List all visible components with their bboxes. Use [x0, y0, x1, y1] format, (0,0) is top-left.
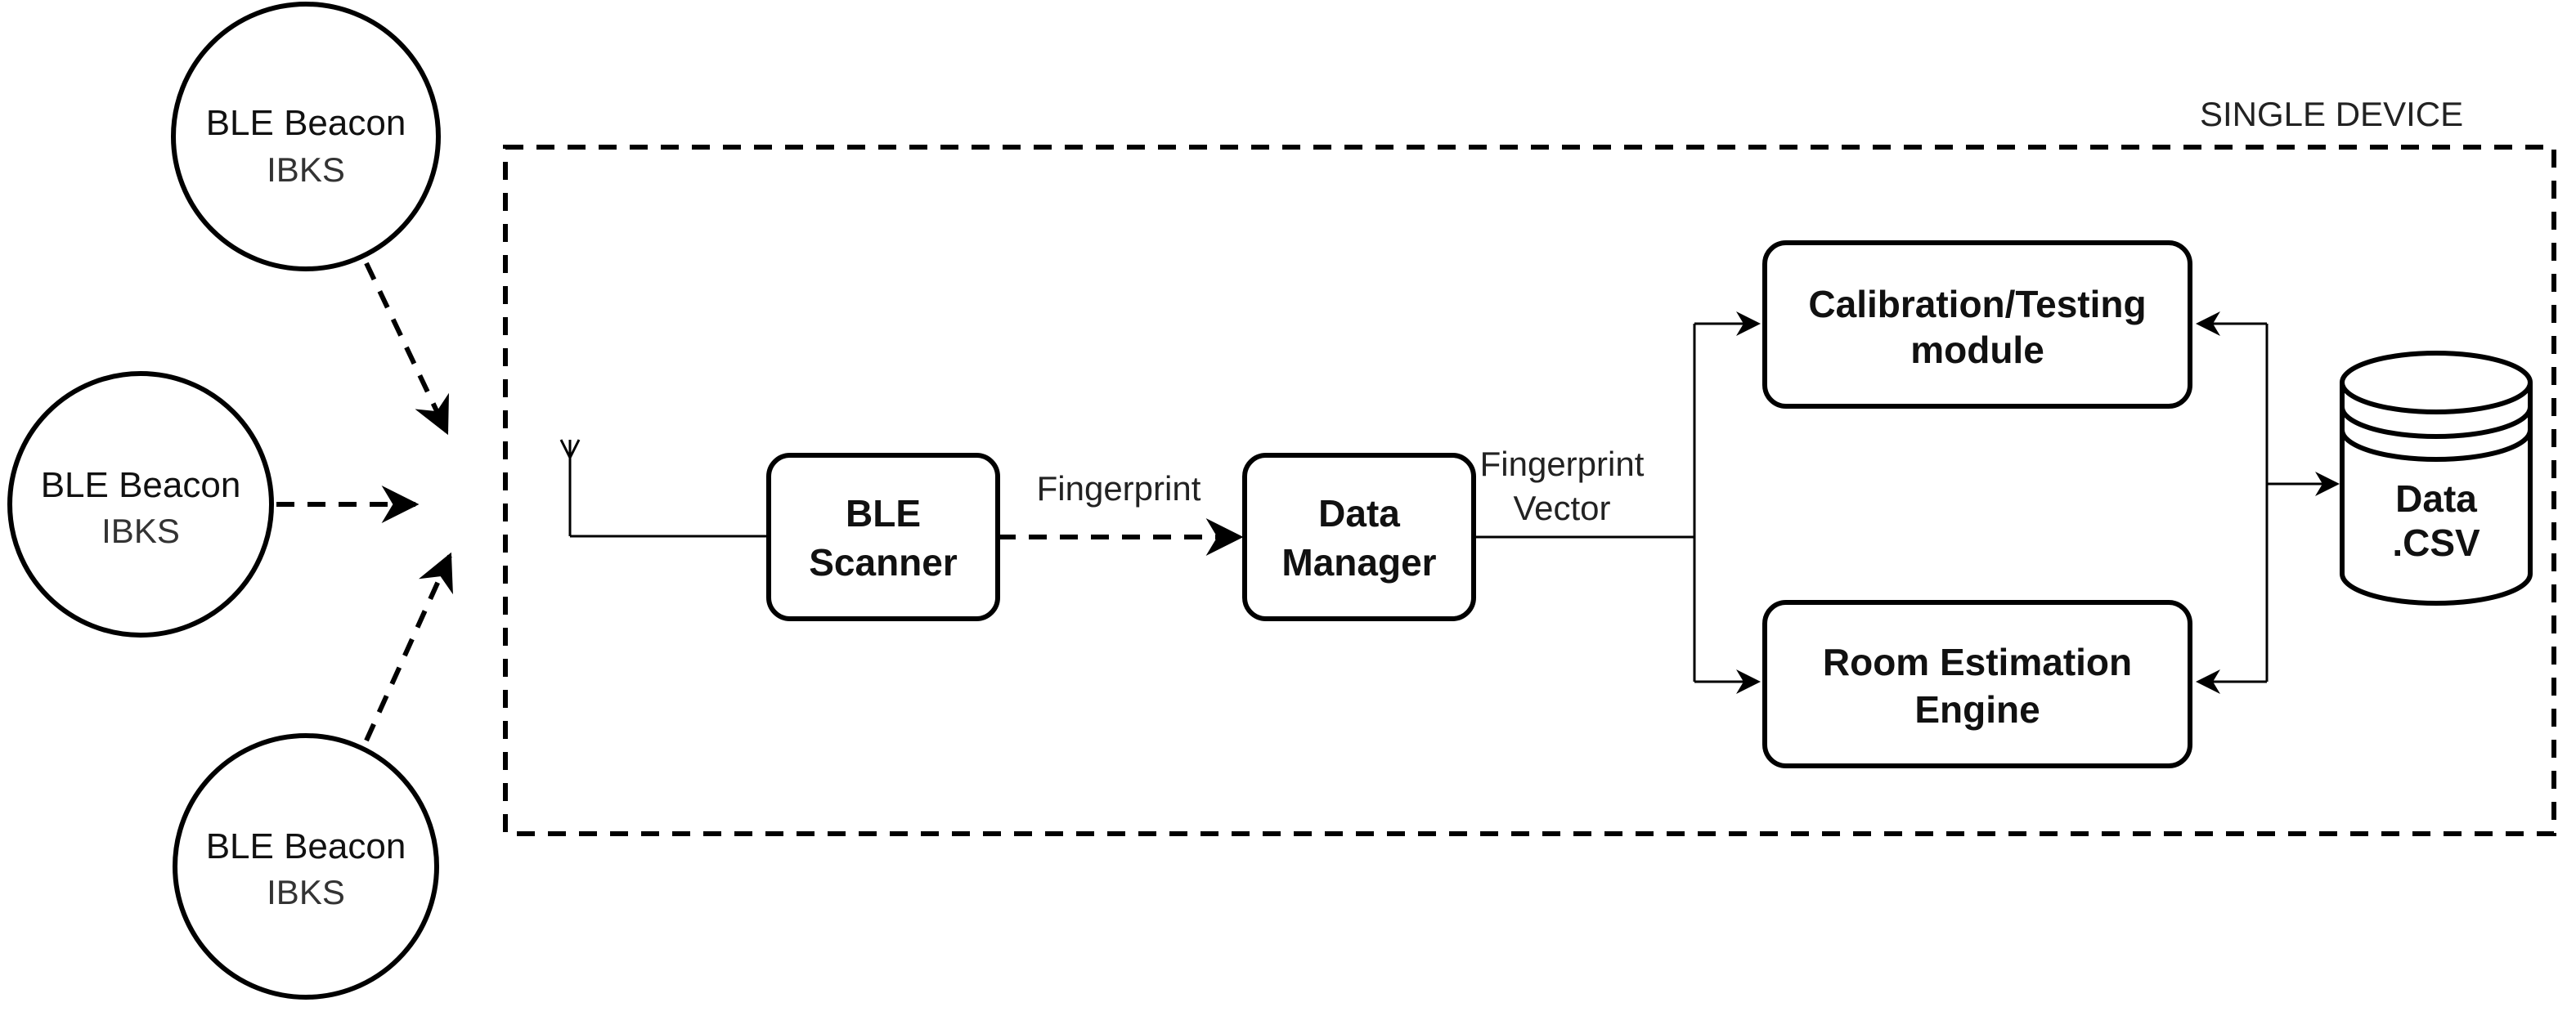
data-manager-line2: Manager: [1281, 541, 1436, 584]
antenna-icon: [559, 439, 769, 538]
container-border: [503, 145, 2556, 836]
room-estimation-engine-box: [1762, 600, 2192, 768]
fingerprint-vector-connector: [1474, 311, 1761, 694]
beacon-subtitle: IBKS: [267, 873, 345, 911]
database-top: [2340, 351, 2533, 414]
signal-arrow-top: [364, 262, 449, 436]
fingerprint-vector-label-line1: Fingerprint: [1480, 445, 1645, 483]
calibration-module-line2: module: [1910, 329, 2044, 371]
beacon-bottom: BLE Beacon IBKS: [173, 733, 439, 1000]
beacon-title: BLE Beacon: [41, 465, 241, 505]
ble-scanner-line1: BLE: [846, 492, 921, 535]
database-connector: [2196, 311, 2340, 694]
ble-scanner-node: BLE Scanner: [766, 453, 1000, 621]
room-estimation-engine-line1: Room Estimation: [1823, 641, 2132, 683]
database-line2: .CSV: [2392, 521, 2480, 564]
beacon-subtitle: IBKS: [101, 512, 180, 550]
database-line1: Data: [2395, 477, 2477, 520]
beacon-subtitle: IBKS: [267, 150, 345, 189]
signal-arrow-bottom: [364, 552, 453, 742]
beacon-circle: [7, 371, 274, 638]
database-body: [2340, 383, 2533, 606]
room-estimation-engine-node: Room Estimation Engine: [1762, 600, 2192, 768]
database-ring-1: [2340, 406, 2533, 439]
beacon-top: BLE Beacon IBKS: [171, 2, 441, 271]
beacon-circle: [171, 2, 441, 271]
beacon-circle: [173, 733, 439, 1000]
room-estimation-engine-line2: Engine: [1914, 688, 2040, 731]
container-label: SINGLE DEVICE: [2200, 95, 2463, 133]
calibration-module-line1: Calibration/Testing: [1808, 283, 2146, 325]
data-manager-node: Data Manager: [1242, 453, 1476, 621]
calibration-module-node: Calibration/Testing module: [1762, 240, 2192, 409]
calibration-module-box: [1762, 240, 2192, 409]
data-manager-box: [1242, 453, 1476, 621]
data-manager-line1: Data: [1318, 492, 1400, 535]
database-icon: Data .CSV: [2340, 351, 2533, 606]
beacon-middle: BLE Beacon IBKS: [7, 371, 274, 638]
ble-scanner-line2: Scanner: [809, 541, 958, 584]
beacon-title: BLE Beacon: [206, 826, 406, 866]
database-ring-2: [2340, 429, 2533, 462]
single-device-container: SINGLE DEVICE: [503, 95, 2556, 836]
ble-scanner-box: [766, 453, 1000, 621]
beacon-title: BLE Beacon: [206, 103, 406, 143]
fingerprint-vector-label-line2: Vector: [1513, 489, 1610, 527]
fingerprint-label: Fingerprint: [1037, 469, 1201, 508]
